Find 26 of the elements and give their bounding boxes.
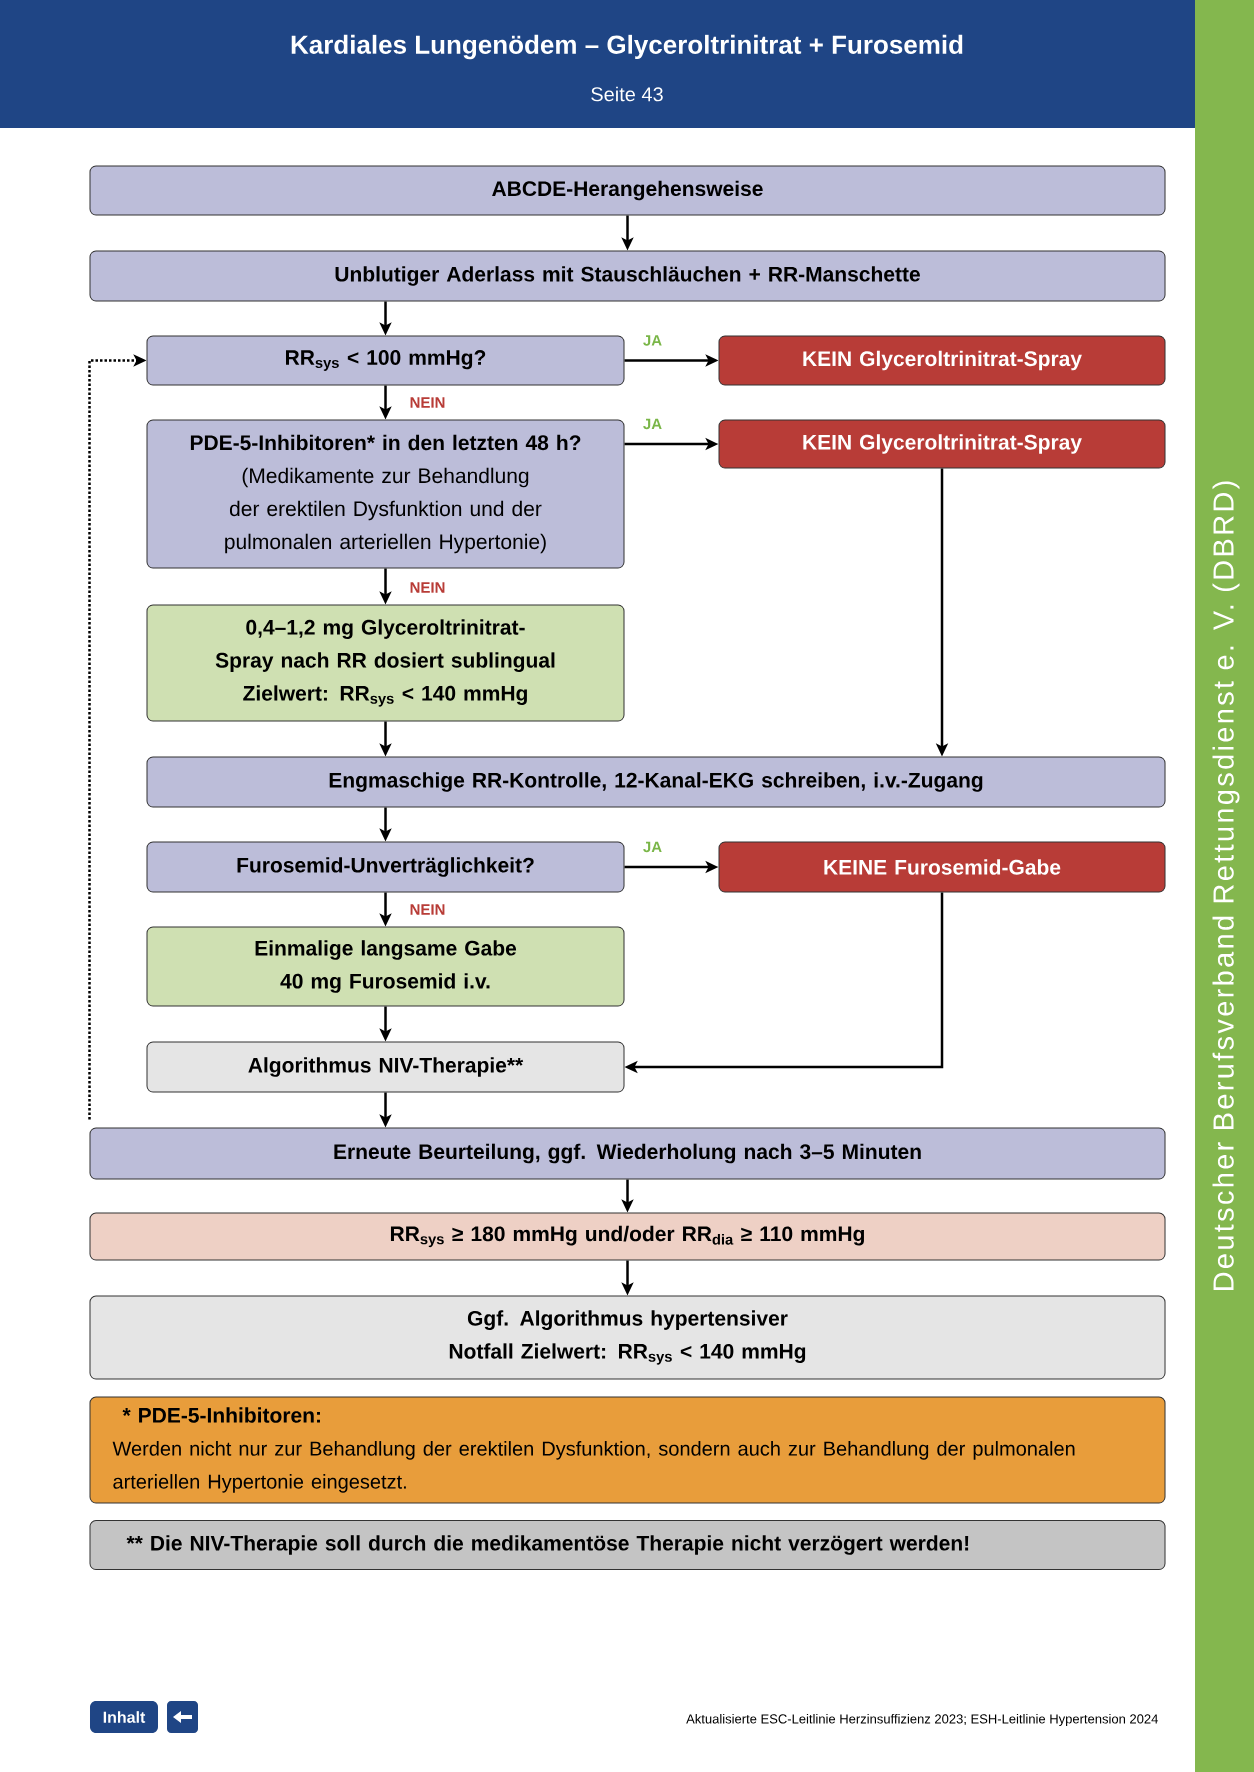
side-text: Deutscher Berufsverband Rettungsdienst e. V. (DBRD): [1212, 481, 1240, 1291]
edge-label: NEIN: [408, 581, 447, 594]
decision-box: RR$_{sys}$ < 100 mmHg?: [146, 335, 625, 386]
source-note: Aktualisierte ESC-Leitlinie Herzinsuffizienz 2023; ESH-Leitlinie Hypertension 2024: [686, 1713, 1158, 1727]
footnote-box: * PDE-5-Inhibitoren: Werden nicht nur zur Behandlung der erektilen Dysfunktion, sondern auch zur Behandlung der pulmonalen arteriellen Hypertonie eingesetzt.: [89, 1396, 1166, 1504]
warning-box: KEIN Glyceroltrinitrat-Spray: [718, 335, 1166, 386]
edge-label: NEIN: [408, 396, 447, 409]
process-box: Erneute Beurteilung, ggf. Wiederholung nach 3–5 Minuten: [89, 1127, 1166, 1180]
action-box: Einmalige langsame Gabe 40 mg Furosemid i.v.: [146, 926, 625, 1007]
footnote-box: ** Die NIV-Therapie soll durch die medikamentöse Therapie nicht verzögert werden!: [89, 1520, 1166, 1570]
process-box: Ggf. Algorithmus hypertensiver Notfall Zielwert: RR$_{sys}$ < 140 mmHg: [89, 1295, 1166, 1380]
edge-label: JA: [641, 334, 664, 347]
title: Kardiales Lungenödem – Glyceroltrinitrat + Furosemid: [291, 34, 963, 60]
action-box: 0,4–1,2 mg Glyceroltrinitrat-Spray nach RR dosiert sublingual Zielwert: RR$_{sys}$ < 140 mmHg: [146, 604, 625, 722]
process-box: Algorithmus NIV-Therapie**: [146, 1041, 625, 1093]
decision-box: Furosemid-Unverträglichkeit?: [146, 841, 625, 893]
process-box: Engmaschige RR-Kontrolle, 12-Kanal-EKG schreiben, i.v.-Zugang: [146, 756, 1166, 808]
page-number: Seite 43: [591, 86, 663, 102]
edge-label: NEIN: [408, 903, 447, 916]
warning-box: KEIN Glyceroltrinitrat-Spray: [718, 419, 1166, 469]
process-box: Unblutiger Aderlass mit Stauschläuchen + RR-Manschette: [89, 250, 1166, 302]
menu-button: Inhalt: [90, 1701, 158, 1733]
warning-box: KEINE Furosemid-Gabe: [718, 841, 1166, 893]
decision-box: PDE-5-Inhibitoren* in den letzten 48 h? (Medikamente zur Behandlung der erektilen Dysfunktion und der pulmonalen arteriellen Hypertonie): [146, 419, 625, 569]
process-box: ABCDE-Herangehensweise: [89, 165, 1166, 216]
condition-box: RR$_{sys}$ ≥ 180 mmHg und/oder RR$_{dia}$ ≥ 110 mmHg: [89, 1212, 1166, 1261]
